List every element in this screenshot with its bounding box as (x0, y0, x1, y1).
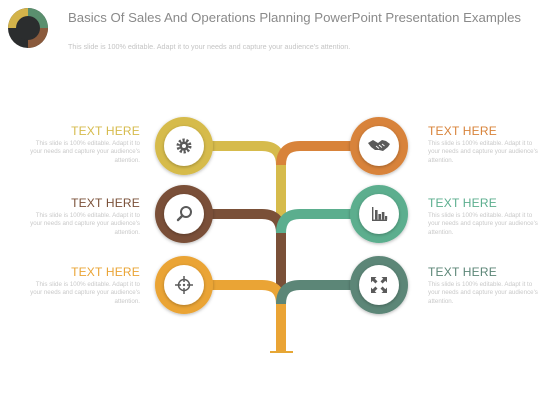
left-heading-1: TEXT HERE (71, 124, 140, 138)
branch-right-3 (276, 280, 379, 305)
node-right-1 (350, 117, 408, 175)
bar-chart-icon (372, 207, 388, 221)
right-desc-2: This slide is 100% editable. Adapt it to… (428, 212, 538, 236)
left-heading-2: TEXT HERE (71, 196, 140, 210)
slide-title: Basics Of Sales And Operations Planning … (68, 10, 522, 25)
branch-right-1 (276, 141, 379, 166)
magnifier-icon (176, 206, 192, 222)
arrows-icon (371, 277, 387, 293)
left-heading-3: TEXT HERE (71, 265, 140, 279)
node-left-1 (155, 117, 213, 175)
handshake-icon (368, 140, 390, 151)
branch-right-2 (276, 209, 379, 234)
right-desc-3: This slide is 100% editable. Adapt it to… (428, 281, 538, 305)
node-right-2 (350, 185, 408, 243)
right-heading-2: TEXT HERE (428, 196, 497, 210)
left-desc-3: This slide is 100% editable. Adapt it to… (30, 281, 140, 305)
logo-icon (8, 8, 48, 48)
right-heading-3: TEXT HERE (428, 265, 497, 279)
node-left-3 (155, 256, 213, 314)
left-desc-2: This slide is 100% editable. Adapt it to… (30, 212, 140, 236)
right-heading-1: TEXT HERE (428, 124, 497, 138)
left-desc-1: This slide is 100% editable. Adapt it to… (30, 140, 140, 164)
right-desc-1: This slide is 100% editable. Adapt it to… (428, 140, 538, 164)
gear-icon (176, 138, 192, 154)
crosshair-icon (175, 276, 193, 294)
slide-subtitle: This slide is 100% editable. Adapt it to… (68, 42, 351, 51)
node-right-3 (350, 256, 408, 314)
node-left-2 (155, 185, 213, 243)
